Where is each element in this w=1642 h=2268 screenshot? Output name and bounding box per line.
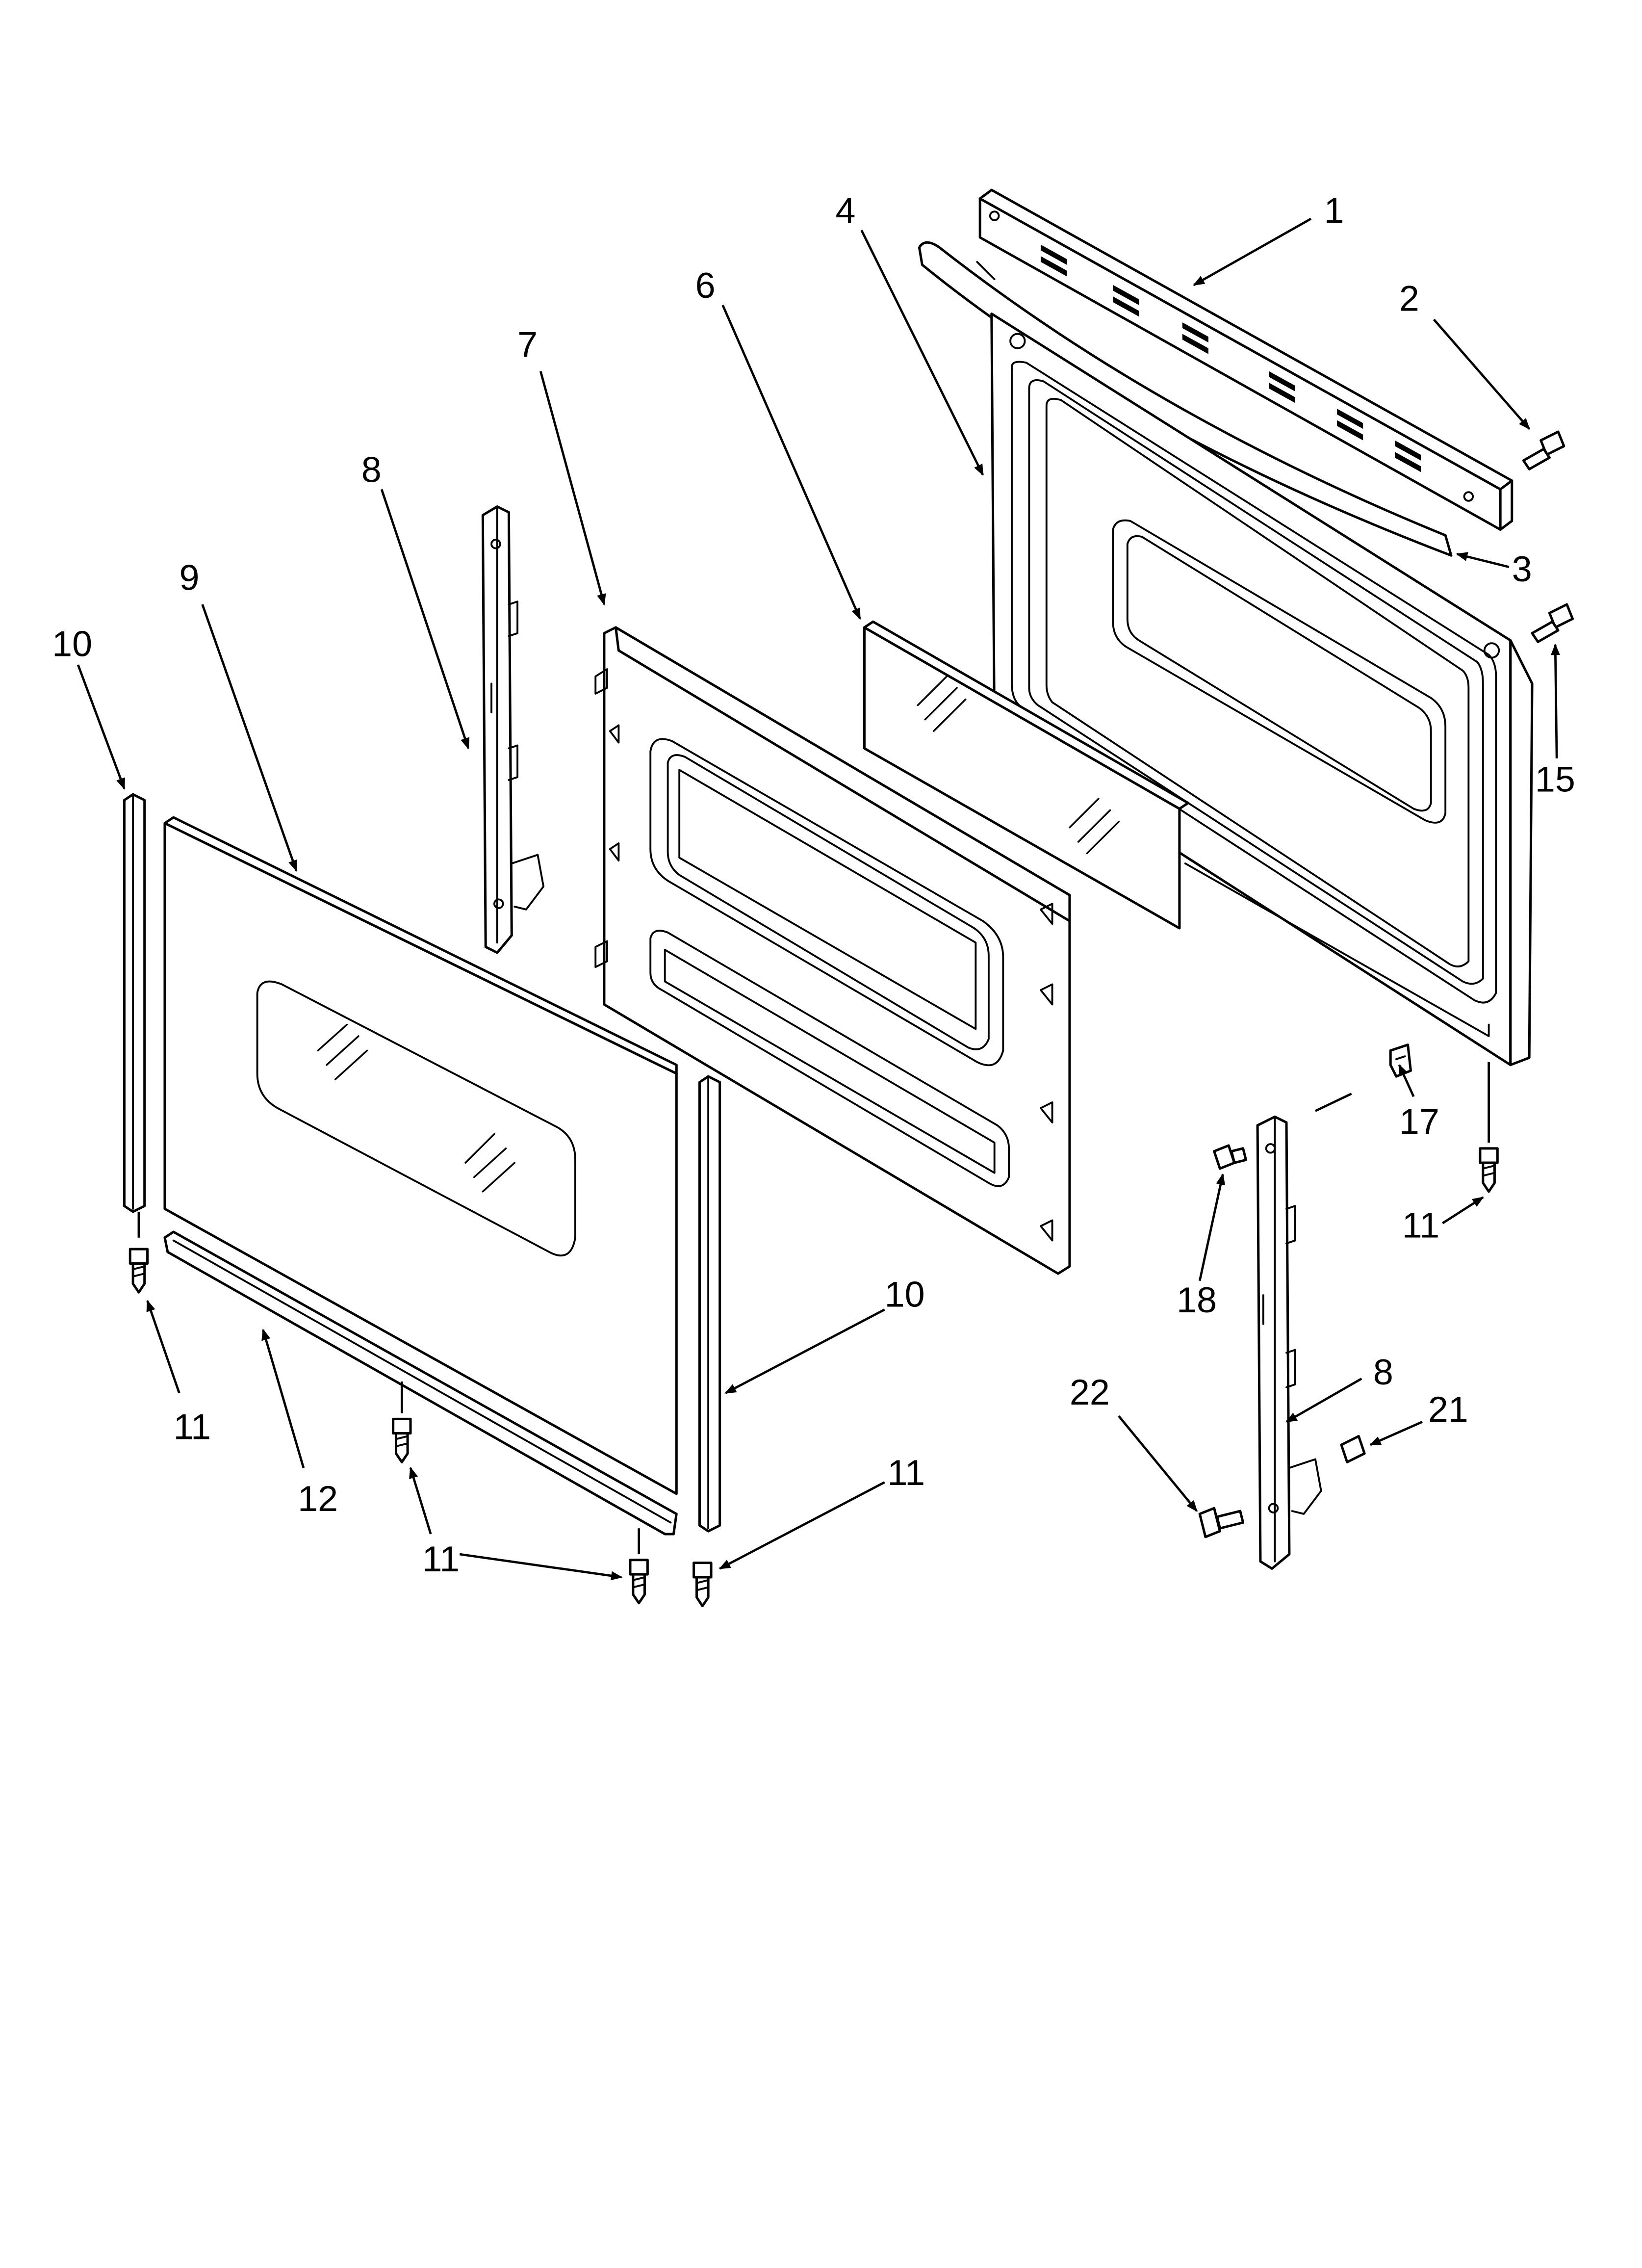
pin-18 (1213, 1144, 1247, 1170)
callout-10-right: 10 (885, 1274, 925, 1315)
clip-17 (1389, 1043, 1412, 1078)
screw-22 (1198, 1507, 1245, 1538)
callout-1: 1 (1324, 190, 1344, 231)
callout-21: 21 (1428, 1389, 1468, 1430)
part-outer-door-glass (163, 816, 678, 1495)
callout-3: 3 (1512, 548, 1532, 589)
callout-22: 22 (1070, 1372, 1110, 1412)
clip-21 (1340, 1435, 1366, 1463)
part-side-trim-left (123, 793, 146, 1213)
callout-8-right: 8 (1373, 1352, 1393, 1392)
callout-labels: 1 2 3 4 6 7 8 9 10 10 11 12 11 11 15 17 … (52, 190, 1575, 1579)
screw-11-center (392, 1417, 412, 1463)
callout-7: 7 (517, 324, 538, 365)
callout-12: 12 (298, 1478, 338, 1519)
screw-11-right (1479, 1147, 1499, 1193)
part-bottom-trim (163, 1230, 678, 1536)
part-inner-door-liner (594, 626, 1071, 1275)
callout-18: 18 (1177, 1279, 1217, 1320)
leader-lines (77, 217, 1560, 1581)
callout-15: 15 (1535, 759, 1575, 800)
screw-11-lower-b (693, 1562, 713, 1608)
callout-17: 17 (1399, 1101, 1439, 1142)
callout-11-right: 11 (1402, 1205, 1439, 1246)
screw-2 (1522, 430, 1565, 470)
part-hinge-left (481, 505, 545, 954)
screw-11-lower-a (629, 1559, 649, 1605)
callout-9: 9 (179, 557, 199, 598)
callout-10-left: 10 (52, 624, 92, 664)
callout-11-bottom: 11 (422, 1538, 460, 1579)
screw-15 (1531, 603, 1574, 643)
callout-11-left: 11 (174, 1407, 211, 1447)
part-side-trim-right (698, 1075, 721, 1533)
part-inner-glass (863, 620, 1190, 930)
callout-6: 6 (695, 265, 716, 306)
part-vent-trim (978, 188, 1514, 531)
callout-11-lower-right: 11 (888, 1452, 925, 1493)
part-outer-door-panel (990, 312, 1534, 1067)
screw-11-left (128, 1248, 149, 1294)
part-hinge-right (1256, 1115, 1322, 1570)
callout-8-left: 8 (361, 449, 382, 490)
callout-4: 4 (835, 190, 855, 231)
callout-2: 2 (1399, 278, 1419, 319)
